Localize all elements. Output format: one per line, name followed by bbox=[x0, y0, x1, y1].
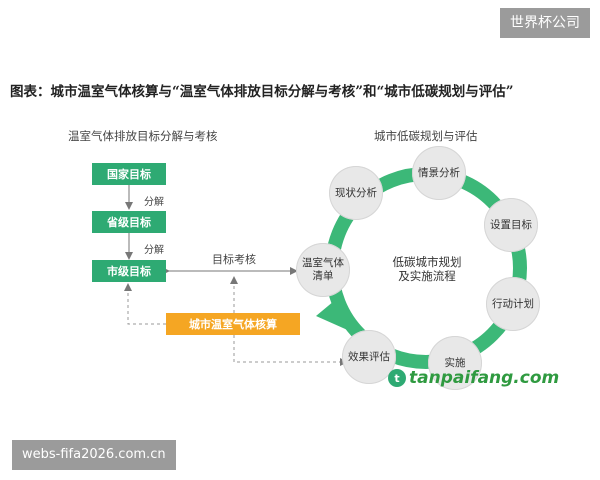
node-action-plan: 行动计划 bbox=[486, 277, 540, 331]
provincial-target-box: 省级目标 bbox=[92, 211, 166, 233]
cycle-center-text: 低碳城市规划 及实施流程 bbox=[392, 255, 462, 283]
decompose-label-1: 分解 bbox=[144, 197, 164, 208]
logo-text: tanpaifang.com bbox=[409, 368, 560, 388]
node-set-targets: 设置目标 bbox=[484, 198, 538, 252]
target-assessment-label: 目标考核 bbox=[212, 253, 256, 266]
national-target-box: 国家目标 bbox=[92, 163, 166, 185]
dashed-to-evaluation bbox=[233, 335, 348, 366]
cycle-arrow-head bbox=[316, 296, 352, 332]
left-panel-title: 温室气体排放目标分解与考核 bbox=[68, 129, 218, 143]
tanpaifang-logo: t tanpaifang.com bbox=[388, 368, 559, 388]
node-implementation: 实施 bbox=[428, 336, 482, 390]
node-scenario-analysis: 情景分析 bbox=[412, 146, 466, 200]
decompose-label-2: 分解 bbox=[144, 245, 164, 256]
footer-watermark: webs-fifa2026.com.cn bbox=[12, 440, 176, 470]
city-target-box: 市级目标 bbox=[92, 260, 166, 282]
right-panel-title: 城市低碳规划与评估 bbox=[374, 129, 478, 143]
node-ghg-inventory: 温室气体清单 bbox=[296, 243, 350, 297]
watermark-badge: 世界杯公司 bbox=[500, 8, 590, 38]
dashed-to-city-target bbox=[124, 283, 166, 325]
city-ghg-accounting-box: 城市温室气体核算 bbox=[166, 313, 300, 335]
figure-title: 图表：城市温室气体核算与“温室气体排放目标分解与考核”和“城市低碳规划与评估” bbox=[10, 84, 514, 100]
logo-mark-icon: t bbox=[388, 369, 406, 387]
node-status-analysis: 现状分析 bbox=[329, 166, 383, 220]
node-effect-evaluation: 效果评估 bbox=[342, 330, 396, 384]
